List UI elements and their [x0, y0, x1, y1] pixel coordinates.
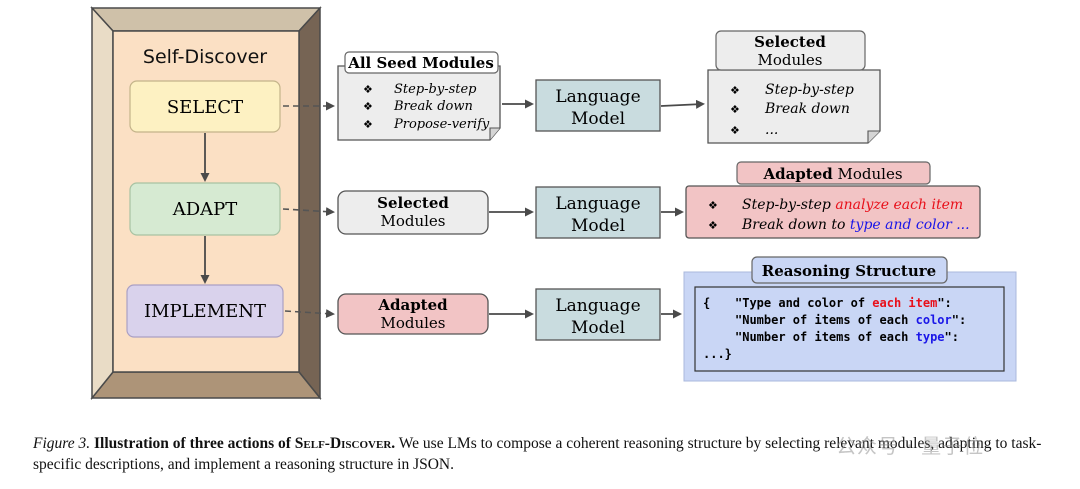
bullet: ❖ [363, 118, 373, 131]
selected-item: Break down [764, 101, 850, 117]
bullet: ❖ [730, 84, 740, 97]
adapt-box [129, 182, 281, 236]
row2-in-line2: Modules [380, 212, 445, 230]
caption-body: We use LMs to compose a coherent reasoni… [33, 435, 1042, 473]
bullet: ❖ [708, 199, 718, 212]
figure-caption: Figure 3. Illustration of three actions … [33, 433, 1073, 475]
select-box [129, 80, 281, 133]
bullet: ❖ [363, 100, 373, 113]
language-model-box-2 [535, 186, 661, 239]
reasoning-title: Reasoning Structure [762, 262, 936, 280]
select-label: SELECT [167, 97, 243, 118]
code-open: { [703, 296, 710, 310]
adapt-label: ADAPT [172, 199, 238, 220]
row2-in-line1: Selected [377, 194, 449, 212]
lm1-line1: Language [555, 87, 640, 107]
bullet: ❖ [363, 83, 373, 96]
adapted-title: Adapted Modules [762, 165, 902, 183]
row3-in-line2: Modules [380, 314, 445, 332]
lm3-line1: Language [555, 296, 640, 316]
selected-title-line2: Modules [757, 51, 822, 69]
adapted-item-1: Step-by-step analyze each item [742, 197, 963, 213]
bullet: ❖ [708, 219, 718, 232]
selected-title-line1: Selected [754, 33, 826, 51]
bullet: ❖ [730, 103, 740, 116]
language-model-box-3 [535, 288, 661, 341]
adapted-modules-box [685, 185, 981, 239]
lm2-line1: Language [555, 194, 640, 214]
caption-bold: Illustration of three actions of [94, 435, 291, 452]
caption-method: Self-Discover [294, 435, 392, 452]
code-line-1: "Type and color of each item": [735, 296, 952, 310]
selected-title-tab [715, 30, 866, 71]
frame-title: Self-Discover [143, 46, 267, 68]
adapted-title-tab [736, 161, 931, 185]
adapted-item-2: Break down to type and color ... [741, 217, 970, 233]
lm1-line2: Model [571, 109, 625, 129]
reasoning-title-tab [751, 256, 948, 284]
implement-box [126, 284, 284, 338]
selected-item: ... [765, 122, 778, 138]
seed-item: Step-by-step [394, 82, 477, 97]
code-line-3: "Number of items of each type": [735, 330, 959, 344]
bullet: ❖ [730, 124, 740, 137]
language-model-box-1 [535, 79, 661, 132]
figure-label: Figure 3. [33, 435, 91, 452]
selected-modules-input-box [337, 190, 489, 235]
row3-in-line1: Adapted [377, 296, 448, 314]
selected-item: Step-by-step [765, 82, 854, 98]
implement-label: IMPLEMENT [144, 301, 266, 322]
reasoning-code-box [694, 286, 1005, 372]
seed-title-tab [344, 51, 499, 74]
seed-title: All Seed Modules [347, 54, 494, 72]
adapted-modules-input-box [337, 293, 489, 335]
dashed-arrow-implement [284, 309, 335, 319]
seed-item: Break down [393, 99, 473, 114]
code-line-2: "Number of items of each color": [735, 313, 966, 327]
arrow-from-lm1 [660, 99, 705, 109]
diagram-canvas: Self-Discover SELECT ADAPT IMPLEMENT All… [90, 6, 1017, 401]
seed-item: Propose-verify [393, 117, 490, 132]
lm3-line2: Model [571, 318, 625, 338]
dashed-arrow-adapt [282, 207, 335, 217]
lm2-line2: Model [571, 216, 625, 236]
watermark: 公众号 · 量子位 [836, 434, 985, 458]
code-close: ...} [703, 347, 732, 361]
caption-period: . [391, 435, 396, 452]
